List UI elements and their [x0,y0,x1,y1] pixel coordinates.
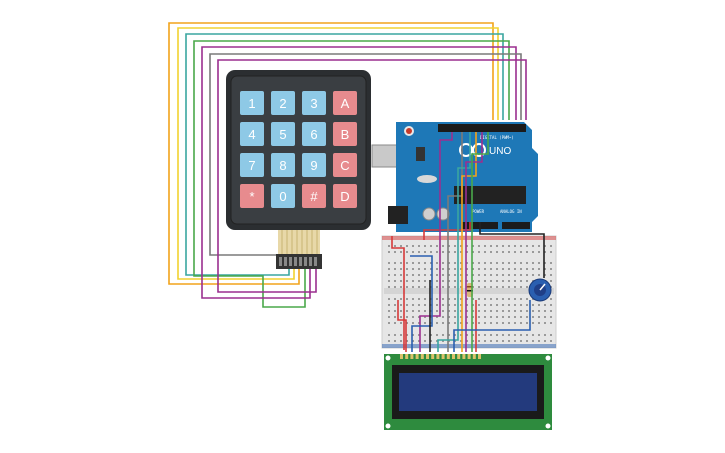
keypad-key[interactable] [271,122,295,146]
breadboard-holes [388,245,552,342]
keypad-key[interactable] [271,91,295,115]
wire-purple-en [419,132,453,352]
crystal [417,175,437,183]
analog-header [502,222,530,229]
keypad-key[interactable] [240,91,264,115]
keypad-key-label: 9 [310,158,317,173]
logo-text: UNO [489,146,511,157]
wire-purple-a [201,46,517,299]
keypad-key-label: B [341,127,350,142]
keypad-key-label: 8 [279,158,286,173]
wire-green-d7 [471,132,489,352]
keypad-key-label: A [341,96,350,111]
wire-green-loop [193,40,510,308]
keypad-keys: 1 2 3 A 4 5 6 B 7 8 9 C * 0 # D [240,91,357,208]
digital-label: DIGITAL (PWM~) [480,135,514,140]
wire-blue-pot [453,300,531,352]
keypad-key-label: 7 [248,158,255,173]
wire-orange [168,22,494,285]
keypad-face [230,75,367,225]
keypad-key-label: 6 [310,127,317,142]
keypad-key[interactable] [333,122,357,146]
keypad-key[interactable] [333,91,357,115]
wire-yellow [177,27,499,280]
arduino-logo: UNO [459,143,511,157]
keypad-key[interactable] [240,122,264,146]
microcontroller-chip [454,186,526,204]
arduino-uno: UNO DIGITAL (PWM~) POWER ANALOG IN [371,122,538,232]
arduino-board [396,122,538,232]
lcd-pins [400,354,481,359]
wire-purple-d6 [465,132,483,352]
keypad-key-label: 2 [279,96,286,111]
digital-header [438,124,526,132]
keypad-key[interactable] [240,184,264,208]
keypad-key[interactable] [333,153,357,177]
keypad-key-label: 1 [248,96,255,111]
keypad-key-label: * [249,189,254,204]
wire-purple-b [217,59,527,293]
keypad-key[interactable] [302,122,326,146]
analog-label: ANALOG IN [500,209,522,214]
power-label: POWER [472,209,485,214]
keypad-key[interactable] [302,184,326,208]
wire-red-power [391,236,405,350]
lcd-display [384,354,552,430]
keypad-key-label: 0 [279,189,286,204]
keypad-key[interactable] [333,184,357,208]
keypad-key-label: 3 [310,96,317,111]
wire-black-gnd [479,222,545,278]
keypad-key[interactable] [240,153,264,177]
keypad-key-label: 5 [279,127,286,142]
wire-red-pot [423,222,471,240]
circuit-wires [391,132,545,352]
keypad-key[interactable] [271,153,295,177]
wire-blue-bb [410,255,433,352]
keypad-key-label: # [310,189,318,204]
keypad-key-label: 4 [248,127,255,142]
keypad-key-label: C [340,158,349,173]
wire-teal [185,33,504,276]
keypad: 1 2 3 A 4 5 6 B 7 8 9 C * 0 # D [226,70,371,269]
keypad-key[interactable] [302,91,326,115]
power-jack [388,206,408,224]
wire-grey-rs [447,132,463,352]
small-chip [416,147,425,161]
capacitor-1 [422,207,436,221]
keypad-key-label: D [340,189,349,204]
keypad-ribbon [278,230,320,254]
potentiometer [528,278,552,302]
wire-red-bb [397,300,407,352]
keypad-key[interactable] [271,184,295,208]
keypad-key[interactable] [302,153,326,177]
lcd-screen [399,373,537,411]
breadboard [381,235,557,349]
usb-port [371,144,399,168]
